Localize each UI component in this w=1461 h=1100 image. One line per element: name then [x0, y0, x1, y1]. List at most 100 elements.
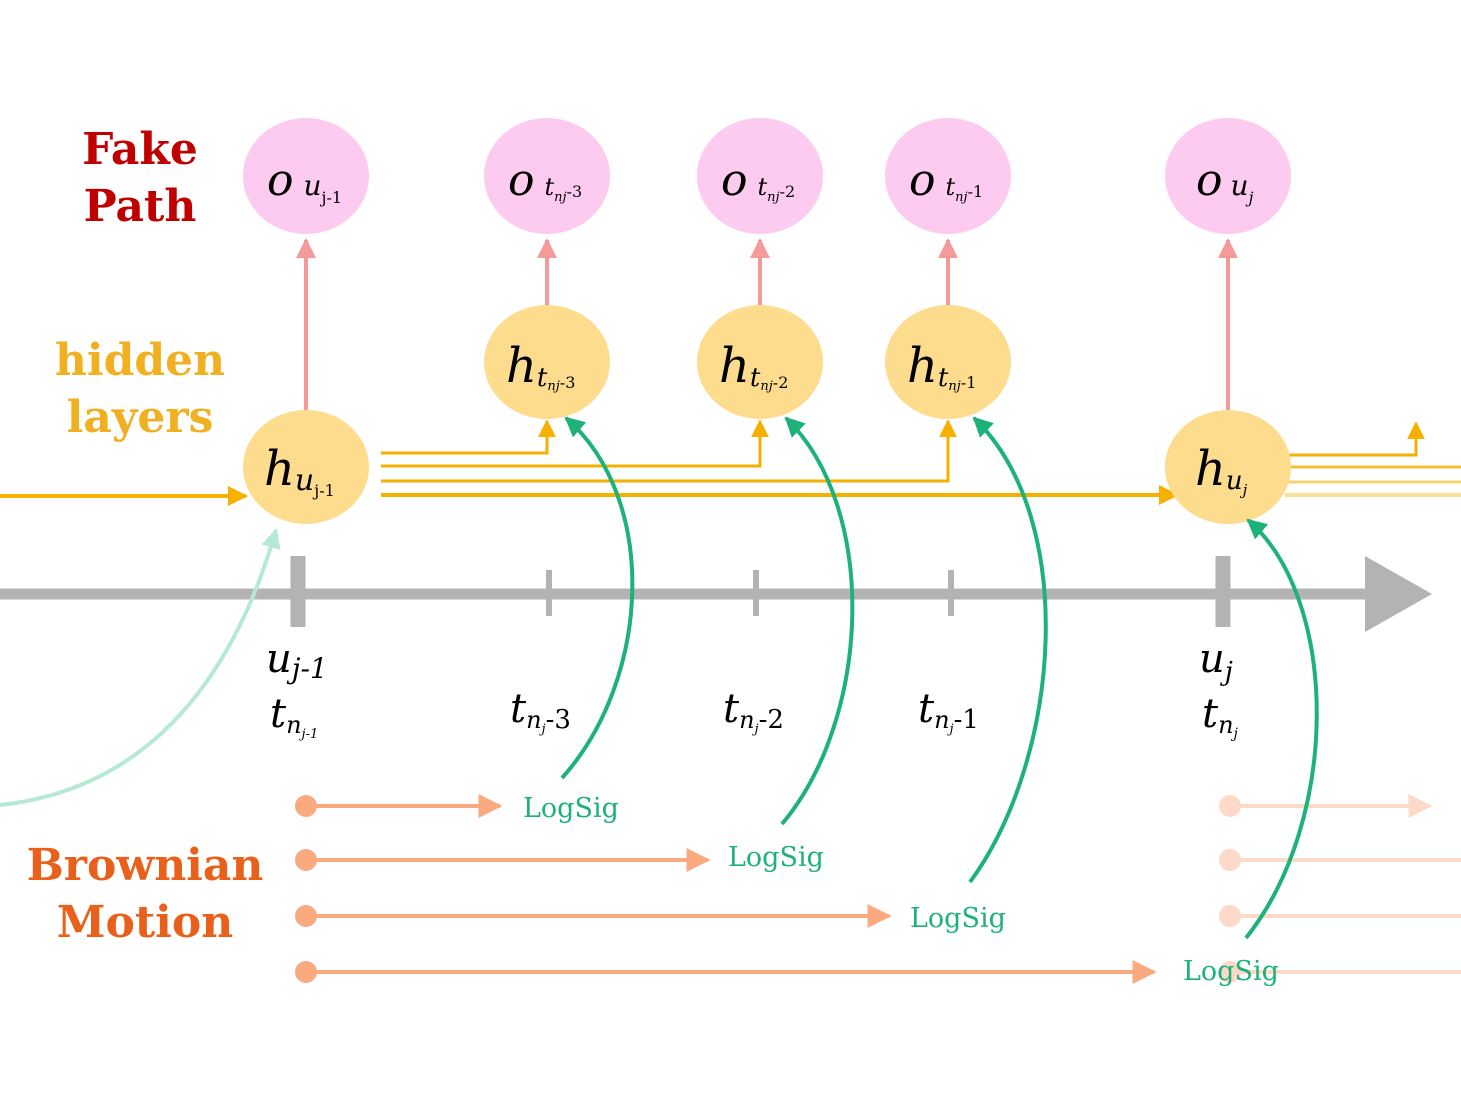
svg-text:htnj-1: htnj-1: [907, 338, 976, 394]
logsig-arrow-u: [1244, 518, 1319, 940]
axis-label-u-prev-sub: j-1: [286, 652, 328, 685]
svg-text:tnj-1: tnj-1: [270, 691, 318, 742]
axis-label-t1: tnj-1: [918, 686, 979, 737]
node-h-u-sub: u: [1226, 466, 1243, 496]
time-axis: [0, 556, 1432, 632]
svg-text:tnj: tnj: [1202, 691, 1239, 742]
node-h-t1-subsub: nj: [948, 379, 960, 394]
axis-label-u-prev-tsubsub: j-1: [299, 727, 319, 742]
output-arrows: [296, 238, 1238, 410]
axis-label-t2: tnj-2: [723, 686, 784, 737]
arrow-h-u-to-next-1: [1285, 421, 1425, 457]
axis-label-t3-tsub: n: [526, 706, 541, 734]
brownian-arrows: [295, 794, 1461, 984]
svg-text:tnj-3: tnj-3: [510, 686, 571, 737]
svg-text:ouj: ouj: [1196, 155, 1254, 207]
axis-label-u-tsubsub: j: [1231, 726, 1239, 742]
node-o-t1-base: o: [909, 155, 936, 206]
svg-text:htnj-2: htnj-2: [719, 338, 788, 394]
node-h-u-prev: huj-1: [243, 410, 369, 524]
axis-label-t3-t: t: [510, 686, 527, 732]
node-h-t1: htnj-1: [885, 305, 1011, 419]
fake-path-label-line2: Path: [84, 181, 197, 232]
node-o-t1-subsub: nj: [955, 190, 967, 205]
node-o-u-base: o: [1196, 155, 1223, 206]
node-o-t3-suffix: -3: [567, 182, 583, 201]
axis-label-t3-tsubsub: j: [539, 722, 546, 737]
axis-label-t3: tnj-3: [510, 686, 571, 737]
fake-path-label-line1: Fake: [82, 124, 198, 175]
fake-path-label: Fake Path: [82, 124, 198, 232]
node-h-t3-base: h: [506, 338, 537, 394]
svg-text:tnj-1: tnj-1: [918, 686, 979, 737]
axis-label-t1-tsub: n: [934, 706, 949, 734]
hidden-nodes: huj-1 htnj-3 htnj-2 htnj-1 huj: [243, 305, 1291, 524]
brownian-next-dot-4: [1219, 961, 1241, 983]
axis-label-u-u: u: [1199, 636, 1225, 682]
node-o-t2-subsub: nj: [767, 190, 779, 205]
logsig-label-4: LogSig: [1183, 956, 1279, 987]
svg-text:huj: huj: [1195, 441, 1248, 499]
node-h-t2-suffix: -2: [773, 373, 789, 392]
arrow-h-u-prev-to-h-t1: [381, 419, 957, 483]
node-h-t2-base: h: [719, 338, 750, 394]
node-h-t3-suffix: -3: [560, 373, 576, 392]
axis-label-t1-t: t: [918, 686, 935, 732]
node-o-u-prev-subsub: j-1: [320, 188, 343, 207]
hidden-flow-arrows: [0, 419, 1461, 506]
axis-label-t1-suffix: -1: [954, 705, 979, 735]
node-o-u-subsub: j: [1246, 188, 1254, 207]
logsig-label-2: LogSig: [728, 842, 824, 873]
hidden-layers-label-line1: hidden: [55, 335, 225, 386]
axis-tick-labels: uj-1 tnj-1 tnj-3 tnj-2 tnj-1 uj tnj: [266, 636, 1239, 742]
brownian-start-dot-2: [295, 849, 317, 871]
node-h-t3-sub: t: [537, 363, 548, 393]
node-h-t3: htnj-3: [484, 305, 610, 419]
node-h-t3-subsub: nj: [547, 379, 559, 394]
svg-text:uj-1: uj-1: [266, 636, 328, 685]
node-h-t2-subsub: nj: [760, 379, 772, 394]
brownian-next-dot-1: [1219, 795, 1241, 817]
time-axis-arrowhead: [1365, 556, 1432, 632]
hidden-layers-label: hidden layers: [55, 335, 225, 443]
logsig-labels: LogSig LogSig LogSig LogSig: [523, 793, 1279, 987]
node-h-u: huj: [1165, 410, 1291, 524]
logsig-label-1: LogSig: [523, 793, 619, 824]
axis-label-t1-tsubsub: j: [947, 722, 954, 737]
node-o-u-prev-sub: u: [304, 169, 322, 202]
logsig-arrow-t2: [780, 416, 855, 826]
logsig-arrow-incoming: [0, 528, 281, 807]
logsig-label-3: LogSig: [910, 903, 1006, 934]
axis-label-u-tsub: n: [1218, 711, 1233, 739]
axis-label-u-prev: uj-1 tnj-1: [266, 636, 328, 742]
axis-label-t2-t: t: [723, 686, 740, 732]
node-h-u-prev-sub: u: [295, 463, 314, 498]
logsig-arrow-t1: [968, 416, 1048, 884]
axis-label-t3-suffix: -3: [546, 705, 571, 735]
node-o-u-sub: u: [1231, 169, 1249, 202]
arrow-h-u-prev-to-h-t3: [381, 419, 556, 455]
node-h-u-subsub: j: [1240, 481, 1248, 499]
axis-label-u-prev-u: u: [266, 636, 292, 682]
node-o-t2-base: o: [721, 155, 748, 206]
node-o-t3-sub: t: [545, 173, 555, 201]
svg-text:huj-1: huj-1: [264, 441, 335, 500]
axis-label-t2-tsubsub: j: [752, 722, 759, 737]
axis-label-t2-suffix: -2: [759, 705, 784, 735]
brownian-motion-label: Brownian Motion: [27, 840, 264, 948]
node-o-t3-base: o: [508, 155, 535, 206]
brownian-motion-label-line2: Motion: [57, 897, 233, 948]
logsig-arrow-t3: [560, 416, 635, 780]
svg-text:tnj-2: tnj-2: [723, 686, 784, 737]
node-h-t2-sub: t: [750, 363, 761, 393]
axis-label-u-t: t: [1202, 691, 1219, 737]
axis-label-u: u j tnj: [1199, 636, 1239, 742]
node-h-u-prev-base: h: [264, 441, 295, 497]
